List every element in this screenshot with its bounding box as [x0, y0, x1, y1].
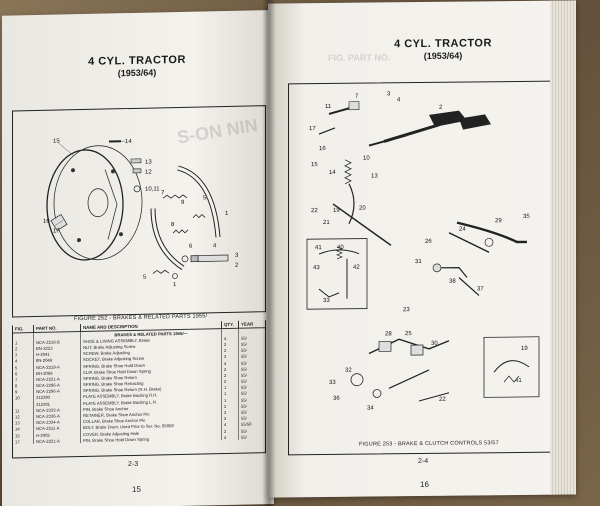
- svg-text:7: 7: [355, 94, 359, 100]
- return-spring: [162, 194, 188, 199]
- svg-text:23: 23: [403, 307, 410, 313]
- svg-text:6: 6: [189, 244, 193, 250]
- svg-text:9: 9: [181, 200, 185, 206]
- right-page: FIG. PART NO. 4 CYL. TRACTOR (1953/64): [268, 0, 576, 498]
- svg-text:4: 4: [397, 97, 401, 103]
- svg-text:4: 4: [213, 243, 217, 249]
- parts-table: FIG. PART NO. NAME AND DESCRIPTION QTY. …: [13, 320, 265, 445]
- title-line-2: (1953/64): [117, 67, 157, 78]
- svg-text:10,11: 10,11: [145, 186, 160, 192]
- clutch-pedal-pad: [459, 114, 491, 130]
- title-line-2: (1953/64): [423, 50, 463, 61]
- svg-text:1: 1: [173, 282, 177, 288]
- svg-text:3: 3: [387, 91, 391, 97]
- left-page: S-ON NIN 4 CYL. TRACTOR (1953/64): [2, 10, 274, 506]
- svg-text:17: 17: [309, 126, 316, 132]
- svg-text:35: 35: [523, 214, 530, 220]
- svg-text:8: 8: [171, 222, 175, 228]
- parts-table-frame: FIG. PART NO. NAME AND DESCRIPTION QTY. …: [12, 320, 266, 459]
- retracting-spring: [172, 229, 189, 234]
- svg-text:2: 2: [439, 105, 443, 111]
- svg-text:17: 17: [53, 228, 60, 234]
- svg-text:36: 36: [333, 396, 340, 402]
- callout-15: 15: [53, 138, 60, 144]
- stacked-page-edges: [550, 0, 576, 498]
- cell-part: NCA-2221-A: [33, 437, 81, 445]
- left-page-number: 15: [132, 484, 141, 494]
- svg-text:38: 38: [449, 279, 456, 285]
- svg-text:41: 41: [515, 378, 522, 384]
- brake-backing-plate-rim: [53, 145, 143, 261]
- svg-text:13: 13: [371, 173, 378, 179]
- book-gutter-shadow: [262, 0, 276, 506]
- svg-text:40: 40: [337, 245, 344, 251]
- svg-text:7: 7: [161, 190, 165, 196]
- inset-box-left: [306, 238, 368, 310]
- brake-assembly-illustration: 15 14 13 12 10,11 16 17 7 9 5 8 1 6 4 3 …: [43, 138, 239, 288]
- svg-text:2: 2: [235, 263, 239, 269]
- svg-text:24: 24: [459, 227, 466, 233]
- callout-14: 14: [125, 139, 132, 145]
- svg-text:37: 37: [477, 286, 484, 292]
- adjusting-screw: [197, 254, 229, 262]
- svg-text:33: 33: [329, 380, 336, 386]
- svg-text:1: 1: [225, 211, 229, 217]
- clutch-linkage: [456, 221, 527, 244]
- svg-text:19: 19: [521, 346, 528, 352]
- right-page-title: 4 CYL. TRACTOR (1953/64): [368, 37, 518, 62]
- pedal-return-spring: [344, 159, 352, 185]
- right-section-number: 2-4: [418, 457, 429, 466]
- svg-text:3: 3: [235, 253, 239, 259]
- right-page-number: 16: [420, 479, 429, 490]
- svg-text:31: 31: [415, 259, 422, 265]
- svg-text:42: 42: [353, 265, 360, 271]
- svg-text:14: 14: [329, 170, 336, 176]
- svg-text:25: 25: [405, 331, 412, 337]
- svg-text:26: 26: [425, 239, 432, 245]
- left-page-title: 4 CYL. TRACTOR (1953/64): [62, 53, 212, 79]
- brake-backing-plate: [46, 149, 124, 261]
- svg-text:5: 5: [203, 195, 207, 201]
- svg-text:16: 16: [43, 219, 50, 225]
- svg-text:22: 22: [311, 208, 318, 214]
- svg-text:28: 28: [385, 331, 392, 337]
- svg-text:29: 29: [495, 218, 502, 224]
- left-section-number: 2-3: [128, 460, 139, 469]
- svg-text:15: 15: [311, 162, 318, 168]
- svg-text:11: 11: [325, 104, 332, 110]
- adjusting-hole-cover: [50, 213, 68, 232]
- svg-text:10: 10: [363, 156, 370, 162]
- cell-qty: 4: [221, 433, 239, 441]
- svg-text:20: 20: [359, 206, 366, 212]
- svg-text:5: 5: [143, 275, 147, 281]
- svg-text:32: 32: [345, 368, 352, 374]
- inset-box-right: [483, 336, 540, 398]
- brakes-figure-frame: 15 14 13 12 10,11 16 17 7 9 5 8 1 6 4 3 …: [12, 105, 266, 318]
- brake-pedal-pad: [429, 110, 467, 127]
- svg-text:16: 16: [319, 146, 326, 152]
- svg-text:19: 19: [333, 208, 340, 214]
- svg-text:13: 13: [145, 160, 152, 166]
- svg-text:12: 12: [145, 170, 152, 176]
- cell-fig: 17: [13, 438, 34, 445]
- svg-text:33: 33: [323, 298, 330, 304]
- brake-rod: [332, 203, 392, 246]
- svg-text:43: 43: [313, 265, 320, 271]
- hub-opening: [87, 188, 109, 218]
- brake-clutch-controls-illustration: 11 7 3 4 2 17 16 15 14 10 13 22 21 19 20…: [306, 91, 540, 412]
- svg-text:30: 30: [431, 341, 438, 347]
- svg-text:41: 41: [315, 245, 322, 251]
- controls-figure-frame: 11 7 3 4 2 17 16 15 14 10 13 22 21 19 20…: [288, 80, 552, 456]
- svg-text:34: 34: [367, 405, 374, 411]
- svg-text:22: 22: [439, 397, 446, 403]
- svg-text:21: 21: [323, 220, 330, 226]
